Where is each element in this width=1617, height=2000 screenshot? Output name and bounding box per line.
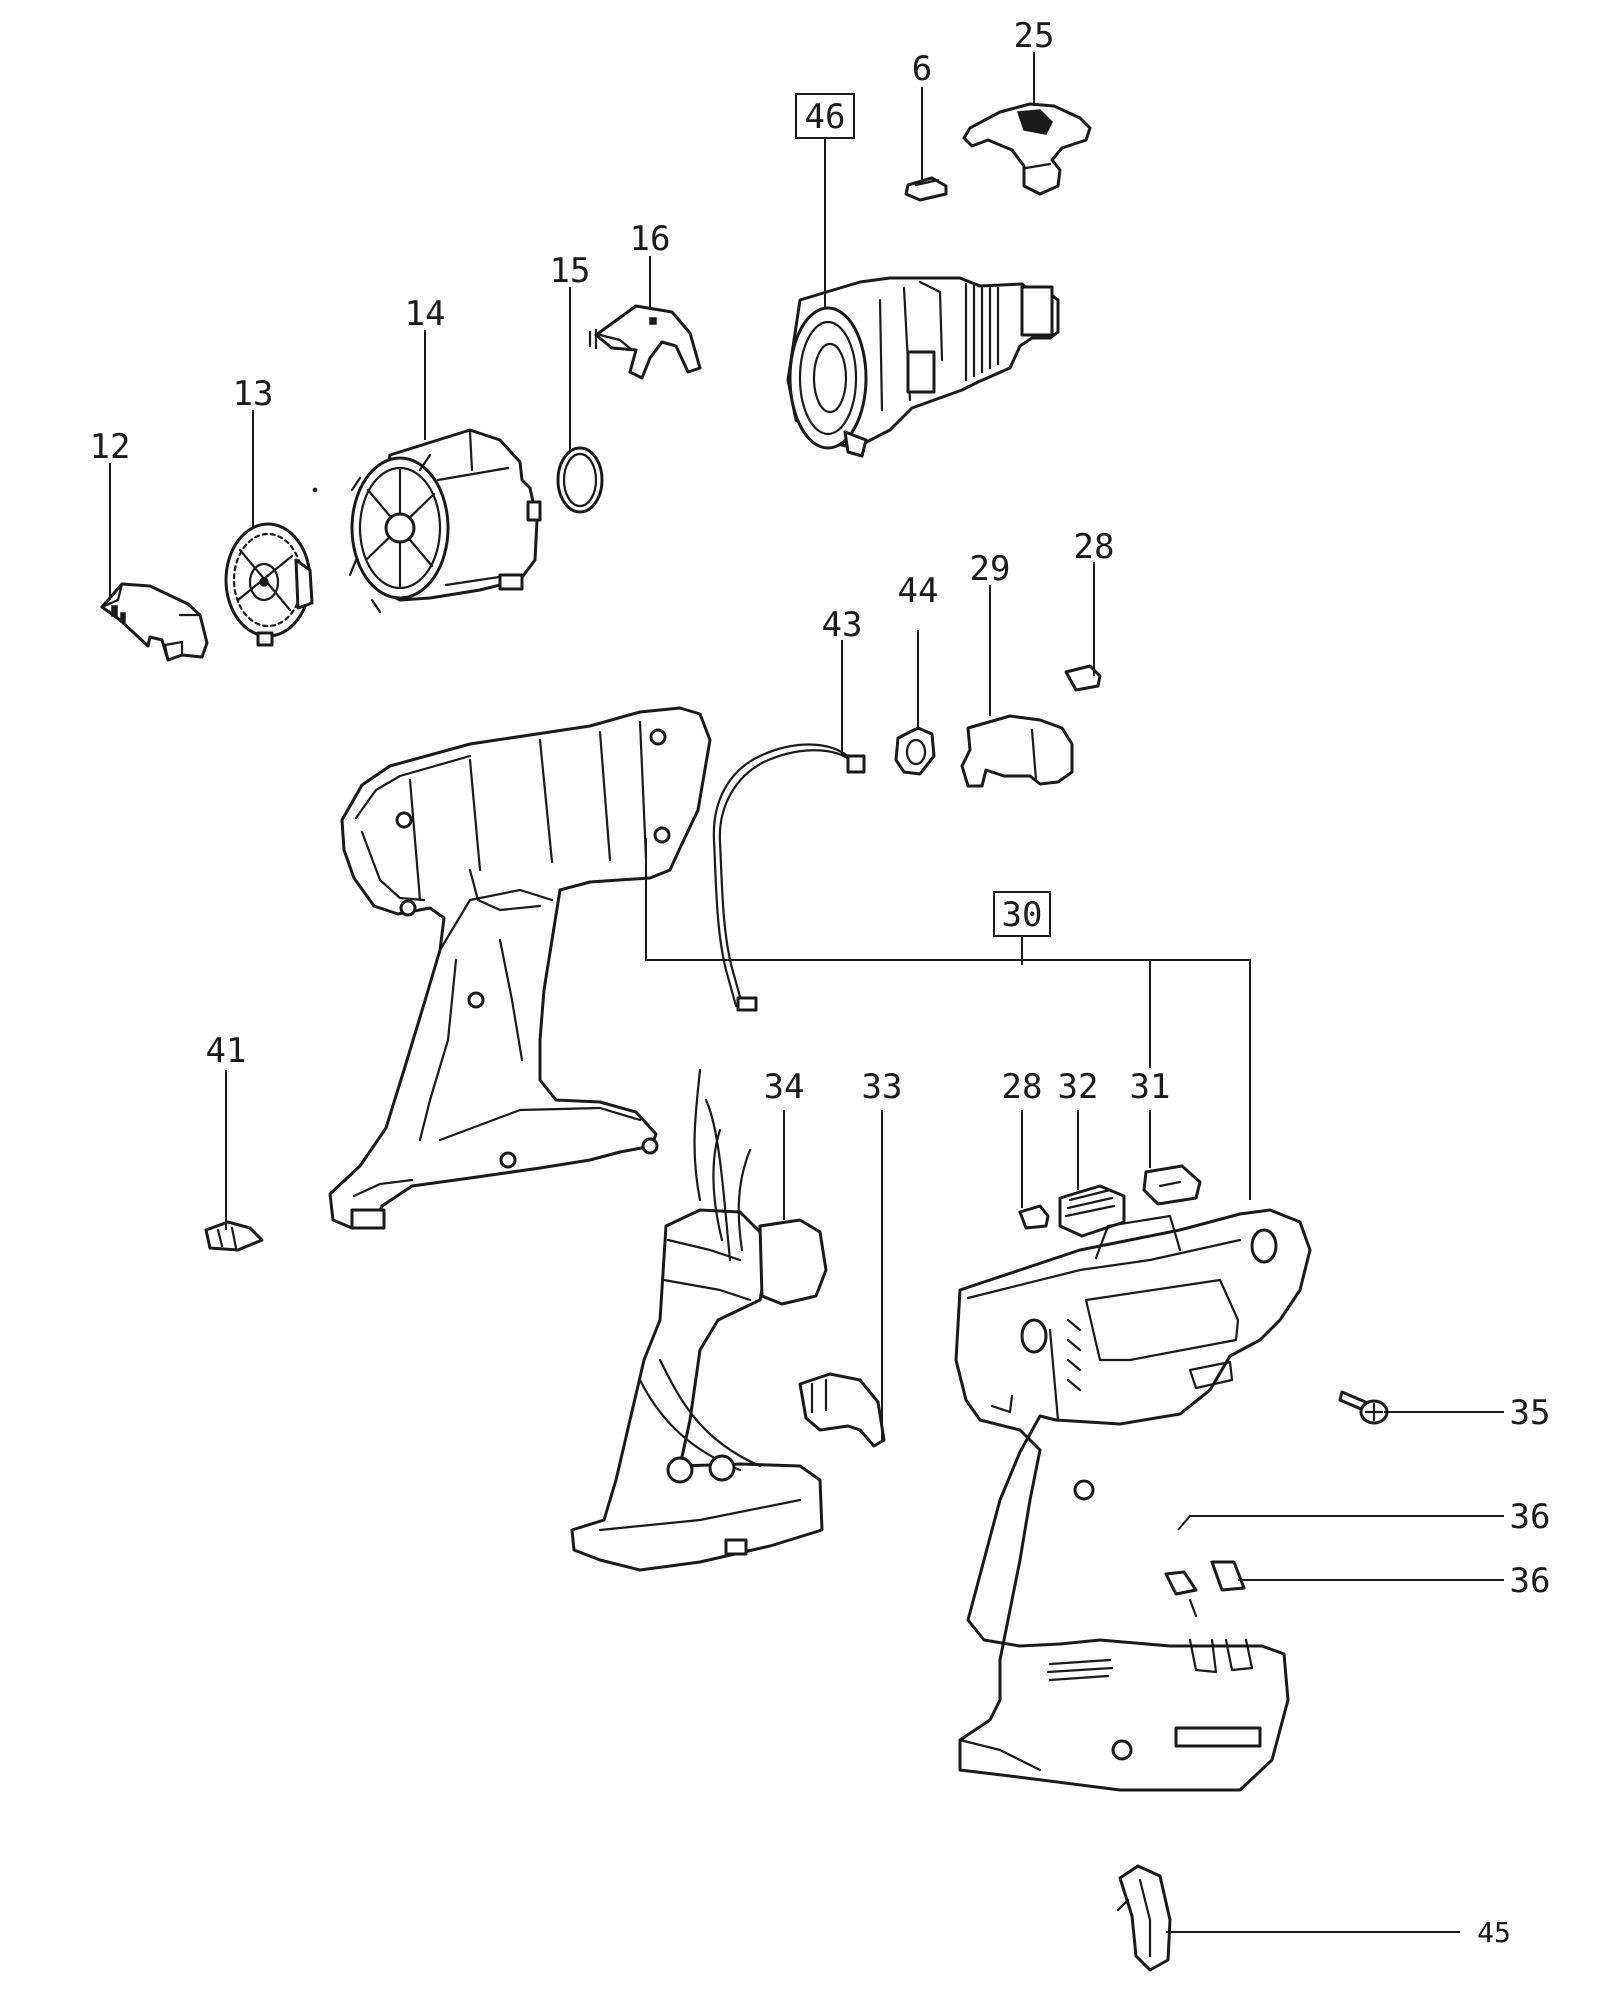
part-44-led-holder	[894, 726, 936, 776]
part-28-clip-top	[1064, 664, 1102, 692]
part-43-led-wire	[712, 743, 866, 1012]
label-12: 12	[90, 427, 131, 467]
label-28-lower: 28	[1002, 1067, 1043, 1107]
part-35-screw	[1338, 1390, 1389, 1425]
label-6: 6	[912, 49, 932, 89]
stray-dot	[312, 487, 318, 493]
part-46-gearbox	[786, 276, 1060, 458]
part-45-belt-clip	[1116, 1864, 1172, 1972]
label-43: 43	[822, 605, 863, 645]
label-46-box	[795, 93, 855, 139]
part-29-slider	[960, 714, 1074, 788]
label-30-box	[993, 891, 1051, 937]
label-36-a: 36	[1510, 1497, 1551, 1537]
label-31-b: 31	[1130, 1067, 1171, 1107]
part-number-labels: 12 13 14 15 16 46 6 25 28 29 44 43 30 41…	[90, 16, 1551, 1949]
label-46: 46	[805, 97, 846, 137]
label-34: 34	[764, 1067, 805, 1107]
part-36-pad-b	[1210, 1560, 1246, 1592]
label-33: 33	[862, 1067, 903, 1107]
label-41: 41	[206, 1031, 247, 1071]
part-16-bracket	[588, 304, 702, 380]
label-32: 32	[1058, 1067, 1099, 1107]
part-housing-right-half	[954, 1208, 1312, 1792]
part-31-label-plate	[1142, 1164, 1202, 1206]
part-13-fan	[224, 522, 314, 647]
part-36-pad-a	[1164, 1570, 1198, 1596]
label-29: 29	[970, 549, 1011, 589]
label-15: 15	[550, 251, 591, 291]
leader-lines	[109, 52, 1504, 1933]
part-housing-left-half	[328, 706, 712, 1230]
part-15-o-ring	[556, 446, 604, 514]
pad-marker	[1188, 1598, 1198, 1618]
label-13: 13	[233, 374, 274, 414]
label-45: 45	[1477, 1916, 1511, 1949]
part-14-motor	[348, 428, 542, 614]
part-12-end-cap	[100, 582, 209, 662]
label-35: 35	[1510, 1393, 1551, 1433]
part-25-switch-cover	[962, 102, 1092, 196]
part-34-switch-assembly	[570, 1068, 828, 1572]
label-44: 44	[898, 571, 939, 611]
label-28-top: 28	[1074, 527, 1115, 567]
part-28-clip-lower	[1018, 1204, 1050, 1230]
label-16: 16	[630, 219, 671, 259]
part-41-terminal	[204, 1220, 264, 1252]
label-25: 25	[1014, 16, 1055, 56]
label-36-b: 36	[1510, 1561, 1551, 1601]
label-14: 14	[405, 294, 446, 334]
part-6-clip	[904, 176, 948, 202]
part-32-switch-button	[1058, 1184, 1126, 1238]
label-30: 30	[1002, 895, 1043, 935]
part-33-cover	[798, 1372, 886, 1448]
